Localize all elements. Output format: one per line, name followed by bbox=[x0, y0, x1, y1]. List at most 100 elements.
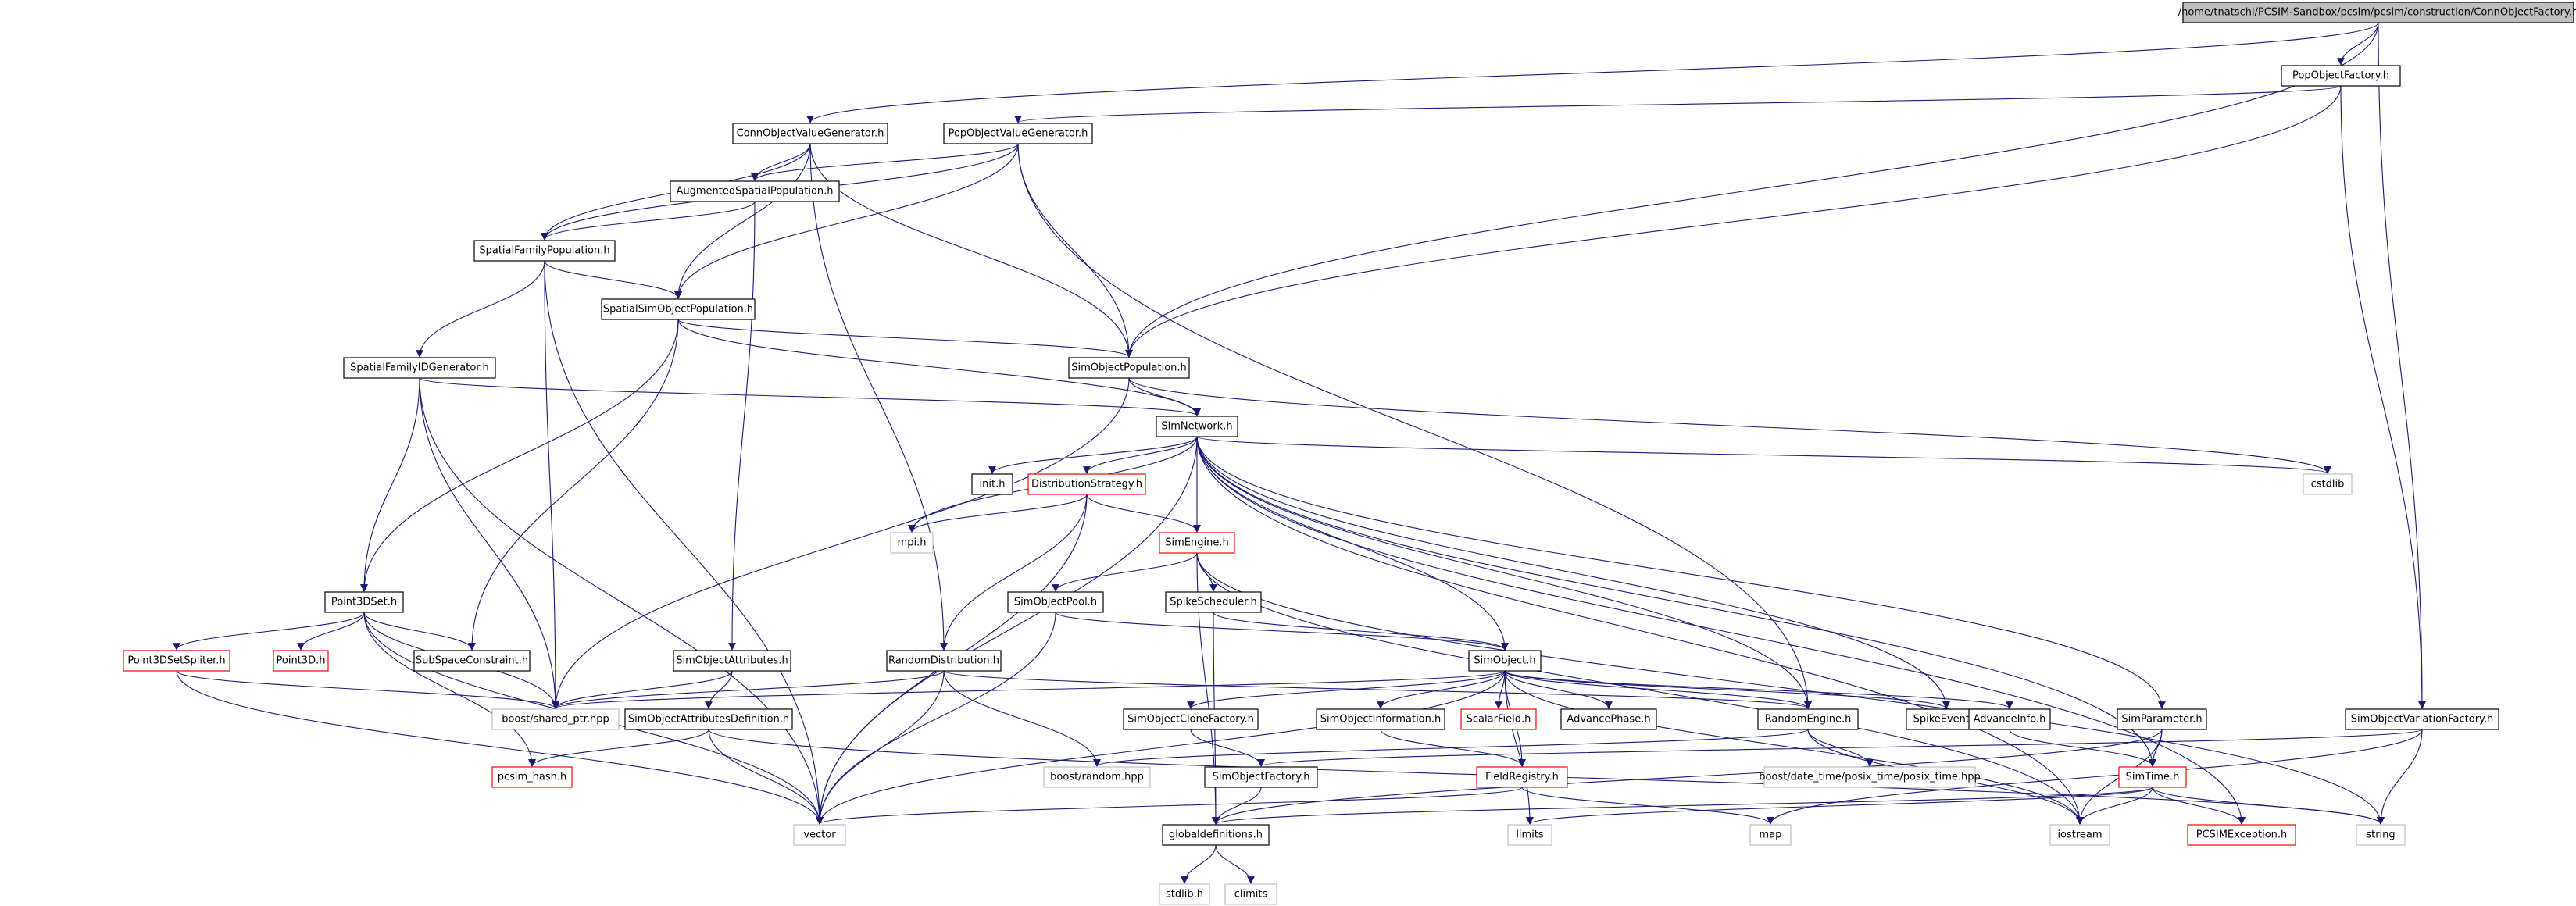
node-spike-sched[interactable]: SpikeScheduler.h bbox=[1165, 591, 1262, 613]
node-stdlib: stdlib.h bbox=[1159, 883, 1210, 905]
edge-simobj_attr-to-simobj_attr_def bbox=[705, 670, 733, 709]
edge-conn_vgen-to-spat_simobj bbox=[674, 143, 811, 299]
edge-root-to-simobj_pop bbox=[1125, 22, 2379, 358]
node-adv-phase[interactable]: AdvancePhase.h bbox=[1560, 708, 1657, 730]
node-boost-random: boost/random.hpp bbox=[1043, 766, 1151, 788]
node-mpi: mpi.h bbox=[890, 532, 934, 554]
node-field-reg[interactable]: FieldRegistry.h bbox=[1476, 766, 1568, 788]
node-p3d-split[interactable]: Point3DSetSpliter.h bbox=[123, 650, 230, 672]
node-simobj-attr[interactable]: SimObjectAttributes.h bbox=[673, 650, 791, 672]
node-label: climits bbox=[1234, 889, 1268, 901]
edge-spat_simobj-to-subspace bbox=[468, 319, 679, 651]
node-box bbox=[473, 240, 616, 262]
node-simtime[interactable]: SimTime.h bbox=[2118, 766, 2187, 788]
node-label: FieldRegistry.h bbox=[1485, 772, 1559, 783]
edge-simobj_pool-to-simobject bbox=[1055, 612, 1509, 651]
node-label: ScalarField.h bbox=[1467, 714, 1531, 726]
node-box bbox=[1476, 766, 1568, 788]
node-rand-engine[interactable]: RandomEngine.h bbox=[1757, 708, 1859, 730]
node-pcsim-hash[interactable]: pcsim_hash.h bbox=[491, 766, 573, 788]
node-label: AugmentedSpatialPopulation.h bbox=[676, 186, 833, 198]
node-simnet[interactable]: SimNetwork.h bbox=[1156, 416, 1238, 437]
node-simobj-info[interactable]: SimObjectInformation.h bbox=[1316, 708, 1445, 730]
edge-rand_dist-to-vector bbox=[816, 670, 945, 825]
node-label: stdlib.h bbox=[1166, 889, 1203, 901]
node-box bbox=[413, 650, 531, 672]
edge-dist_strat-to-mpi bbox=[908, 494, 1088, 533]
edge-simnet-to-sim_param bbox=[1196, 436, 2166, 709]
node-simengine[interactable]: SimEngine.h bbox=[1159, 532, 1235, 554]
node-box bbox=[2117, 708, 2207, 730]
node-globaldefs[interactable]: globaldefinitions.h bbox=[1162, 824, 1270, 846]
node-cstdlib: cstdlib bbox=[2303, 473, 2353, 495]
node-box bbox=[601, 298, 756, 320]
node-pcsim-exc[interactable]: PCSIMException.h bbox=[2187, 824, 2296, 846]
node-conn-vgen[interactable]: ConnObjectValueGenerator.h bbox=[732, 123, 888, 144]
edge-simtime-to-iostream bbox=[2076, 787, 2153, 825]
node-sim-param[interactable]: SimParameter.h bbox=[2117, 708, 2207, 730]
edge-spat_famid-to-point3dset bbox=[360, 377, 420, 592]
node-var-factory[interactable]: SimObjectVariationFactory.h bbox=[2345, 708, 2499, 730]
edge-pop_factory-to-var_factory bbox=[2340, 85, 2426, 709]
node-box bbox=[1068, 357, 1190, 379]
edge-simengine-to-spike_sched bbox=[1196, 552, 1217, 592]
node-boost-shared: boost/shared_ptr.hpp bbox=[491, 708, 620, 730]
node-string: string bbox=[2356, 824, 2406, 846]
node-init[interactable]: init.h bbox=[971, 473, 1013, 495]
edge-simnet-to-pcsim_exc bbox=[1196, 436, 2246, 825]
edge-simobject-to-vector bbox=[816, 670, 1506, 825]
node-simobj-pool[interactable]: SimObjectPool.h bbox=[1007, 591, 1104, 613]
node-label: Point3DSet.h bbox=[331, 597, 397, 608]
node-label: boost/random.hpp bbox=[1050, 772, 1144, 783]
node-label: PopObjectFactory.h bbox=[2292, 70, 2389, 82]
node-label: SpatialFamilyPopulation.h bbox=[479, 245, 609, 257]
edge-p3d_split-to-boost_shared bbox=[176, 670, 559, 709]
node-scalar-field[interactable]: ScalarField.h bbox=[1460, 708, 1537, 730]
edge-pop_vgen-to-rand_engine bbox=[1017, 143, 1812, 709]
node-spat-simobj[interactable]: SpatialSimObjectPopulation.h bbox=[601, 298, 756, 320]
node-label: PopObjectValueGenerator.h bbox=[949, 128, 1088, 140]
node-root[interactable]: /home/tnatschl/PCSIM-Sandbox/pcsim/pcsim… bbox=[2178, 2, 2576, 23]
node-climits: climits bbox=[1224, 883, 1277, 905]
node-label: SimParameter.h bbox=[2121, 714, 2202, 726]
node-subspace[interactable]: SubSpaceConstraint.h bbox=[413, 650, 531, 672]
node-pop-vgen[interactable]: PopObjectValueGenerator.h bbox=[943, 123, 1093, 144]
edge-rand_dist-to-rand_engine bbox=[943, 670, 1812, 709]
node-label: SimObjectCloneFactory.h bbox=[1127, 714, 1254, 726]
edge-point3dset-to-subspace bbox=[363, 612, 476, 651]
node-box bbox=[1968, 708, 2051, 730]
node-pop-factory[interactable]: PopObjectFactory.h bbox=[2281, 65, 2401, 87]
node-label: SimObjectPool.h bbox=[1014, 597, 1097, 608]
node-label: SimObjectVariationFactory.h bbox=[2351, 714, 2494, 726]
edge-rand_dist-to-boost_random bbox=[943, 670, 1101, 767]
node-label: vector bbox=[803, 829, 836, 841]
edge-sim_param-to-globaldefs bbox=[1212, 729, 2163, 825]
node-clone-fact[interactable]: SimObjectCloneFactory.h bbox=[1123, 708, 1259, 730]
edge-simnet-to-iostream bbox=[1196, 436, 2084, 825]
node-spat-famid[interactable]: SpatialFamilyIDGenerator.h bbox=[343, 357, 496, 379]
edge-dist_strat-to-rand_dist bbox=[940, 494, 1088, 651]
node-aug-spat[interactable]: AugmentedSpatialPopulation.h bbox=[670, 180, 840, 202]
node-point3d[interactable]: Point3D.h bbox=[273, 650, 329, 672]
node-box bbox=[2049, 824, 2110, 846]
node-simobject[interactable]: SimObject.h bbox=[1468, 650, 1542, 672]
node-label: SimObjectInformation.h bbox=[1320, 714, 1442, 726]
edge-simobj_attr_def-to-pcsim_hash bbox=[528, 729, 709, 767]
edge-var_factory-to-map bbox=[1767, 729, 2423, 825]
edge-simobject-to-boost_shared bbox=[552, 670, 1506, 709]
node-simobj-pop[interactable]: SimObjectPopulation.h bbox=[1068, 357, 1190, 379]
node-label: AdvanceInfo.h bbox=[1974, 714, 2046, 726]
node-point3dset[interactable]: Point3DSet.h bbox=[324, 591, 404, 613]
node-spat-fam[interactable]: SpatialFamilyPopulation.h bbox=[473, 240, 616, 262]
edge-pop_vgen-to-simobj_pop bbox=[1017, 143, 1133, 358]
edge-simnet-to-rand_engine bbox=[1196, 436, 1812, 709]
node-simobj-attr-def[interactable]: SimObjectAttributesDefinition.h bbox=[624, 708, 793, 730]
node-rand-dist[interactable]: RandomDistribution.h bbox=[886, 650, 1002, 672]
node-box bbox=[1159, 883, 1210, 905]
node-dist-strat[interactable]: DistributionStrategy.h bbox=[1027, 473, 1146, 495]
node-adv-info[interactable]: AdvanceInfo.h bbox=[1968, 708, 2051, 730]
node-simobj-fact[interactable]: SimObjectFactory.h bbox=[1204, 766, 1318, 788]
node-box bbox=[2281, 65, 2401, 87]
edge-simobject-to-adv_phase bbox=[1504, 670, 1613, 709]
